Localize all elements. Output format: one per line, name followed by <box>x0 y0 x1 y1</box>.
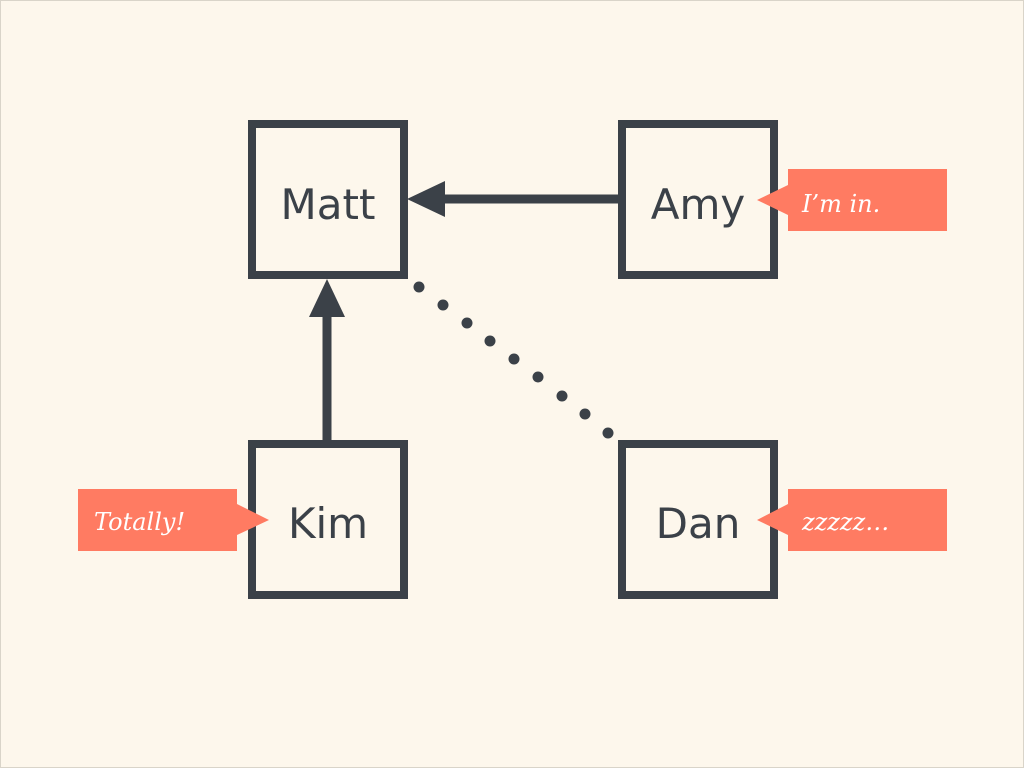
node-box <box>248 120 408 279</box>
bubble-text-amy: I’m in. <box>801 190 880 218</box>
dot <box>579 408 591 420</box>
node-label-matt: Matt <box>281 180 376 229</box>
edge-dan-to-matt-dotted <box>413 281 614 439</box>
dot <box>508 353 520 365</box>
bubble-shape <box>78 489 269 551</box>
speech-bubble-amy: I’m in. <box>757 169 947 231</box>
bubble-shape <box>757 489 947 551</box>
bubble-text-kim: Totally! <box>94 508 185 536</box>
edge-amy-to-matt <box>407 181 619 217</box>
dot <box>602 427 614 439</box>
dot <box>556 390 568 402</box>
node-dan[interactable]: Dan <box>618 440 778 599</box>
node-label-amy: Amy <box>651 180 746 229</box>
node-matt[interactable]: Matt <box>248 120 408 279</box>
dot <box>532 371 544 383</box>
node-label-kim: Kim <box>288 499 368 548</box>
bubble-text-dan: zzzzz… <box>801 508 889 536</box>
node-label-dan: Dan <box>656 499 741 548</box>
arrowhead-icon <box>407 181 445 217</box>
edge-kim-to-matt <box>309 279 345 441</box>
bubble-shape <box>757 169 947 231</box>
arrowhead-icon <box>309 279 345 317</box>
speech-bubble-dan: zzzzz… <box>757 489 947 551</box>
dot <box>484 335 496 347</box>
speech-bubble-kim: Totally! <box>78 489 269 551</box>
dot <box>413 281 425 293</box>
dot <box>461 317 473 329</box>
node-amy[interactable]: Amy <box>618 120 778 279</box>
node-kim[interactable]: Kim <box>248 440 408 599</box>
dot <box>437 299 449 311</box>
